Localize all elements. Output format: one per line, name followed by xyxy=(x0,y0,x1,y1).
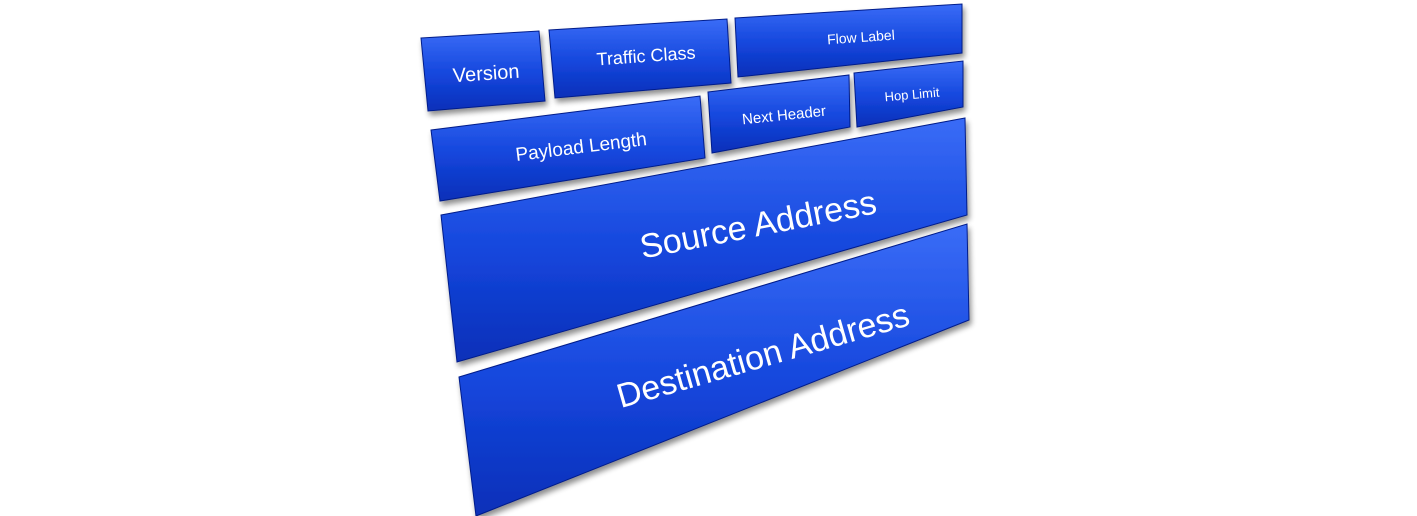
field-flow-label-label: Flow Label xyxy=(827,27,896,48)
field-next-header: Next Header xyxy=(707,74,851,154)
field-hop-limit: Hop Limit xyxy=(853,60,964,128)
field-version: Version xyxy=(420,30,546,112)
field-payload-length: Payload Length xyxy=(430,95,706,202)
field-hop-limit-label: Hop Limit xyxy=(884,85,940,105)
field-version-label: Version xyxy=(452,61,520,88)
field-flow-label: Flow Label xyxy=(734,3,963,78)
field-traffic-class: Traffic Class xyxy=(548,18,732,99)
